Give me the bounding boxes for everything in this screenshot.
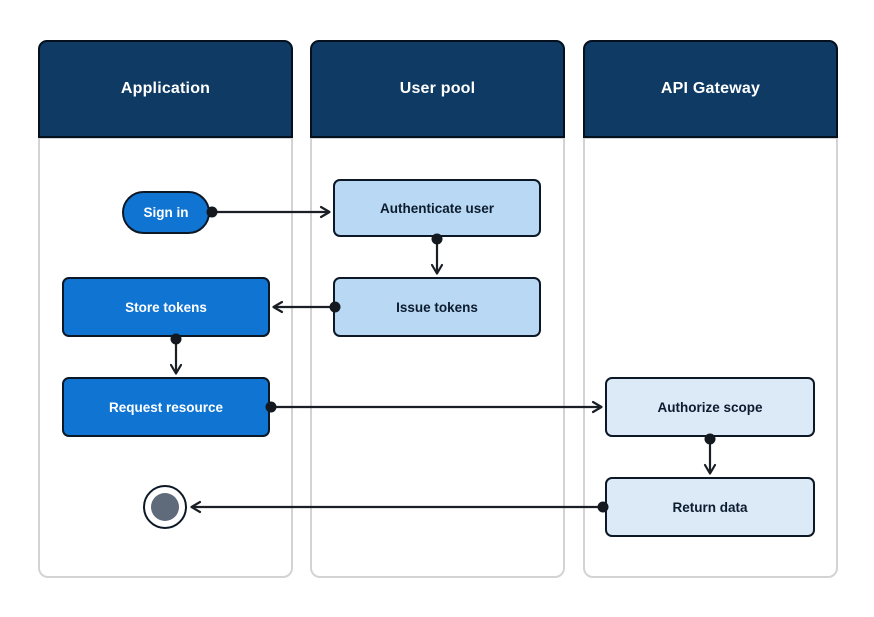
lane-header-application: Application: [38, 40, 293, 138]
lane-title-application: Application: [120, 80, 211, 97]
node-store-tokens-label: Store tokens: [125, 299, 207, 315]
node-request-resource-label: Request resource: [108, 399, 224, 415]
node-authorize-scope: Authorize scope: [605, 377, 815, 437]
lane-header-user-pool: User pool: [310, 40, 565, 138]
node-request-resource: Request resource: [62, 377, 270, 437]
node-store-tokens: Store tokens: [62, 277, 270, 337]
end-node: [143, 485, 187, 529]
node-sign-in-label: Sign in: [143, 205, 189, 220]
node-sign-in: Sign in: [122, 191, 210, 234]
lane-title-user-pool: User pool: [399, 80, 476, 97]
lane-title-api-gateway: API Gateway: [660, 80, 761, 97]
node-authenticate-user-label: Authenticate user: [379, 200, 495, 216]
node-authorize-scope-label: Authorize scope: [657, 399, 763, 415]
node-issue-tokens-label: Issue tokens: [396, 299, 478, 315]
lane-header-api-gateway: API Gateway: [583, 40, 838, 138]
end-node-inner-circle: [151, 493, 179, 521]
node-return-data-label: Return data: [672, 499, 748, 515]
node-return-data: Return data: [605, 477, 815, 537]
node-issue-tokens: Issue tokens: [333, 277, 541, 337]
node-authenticate-user: Authenticate user: [333, 179, 541, 237]
